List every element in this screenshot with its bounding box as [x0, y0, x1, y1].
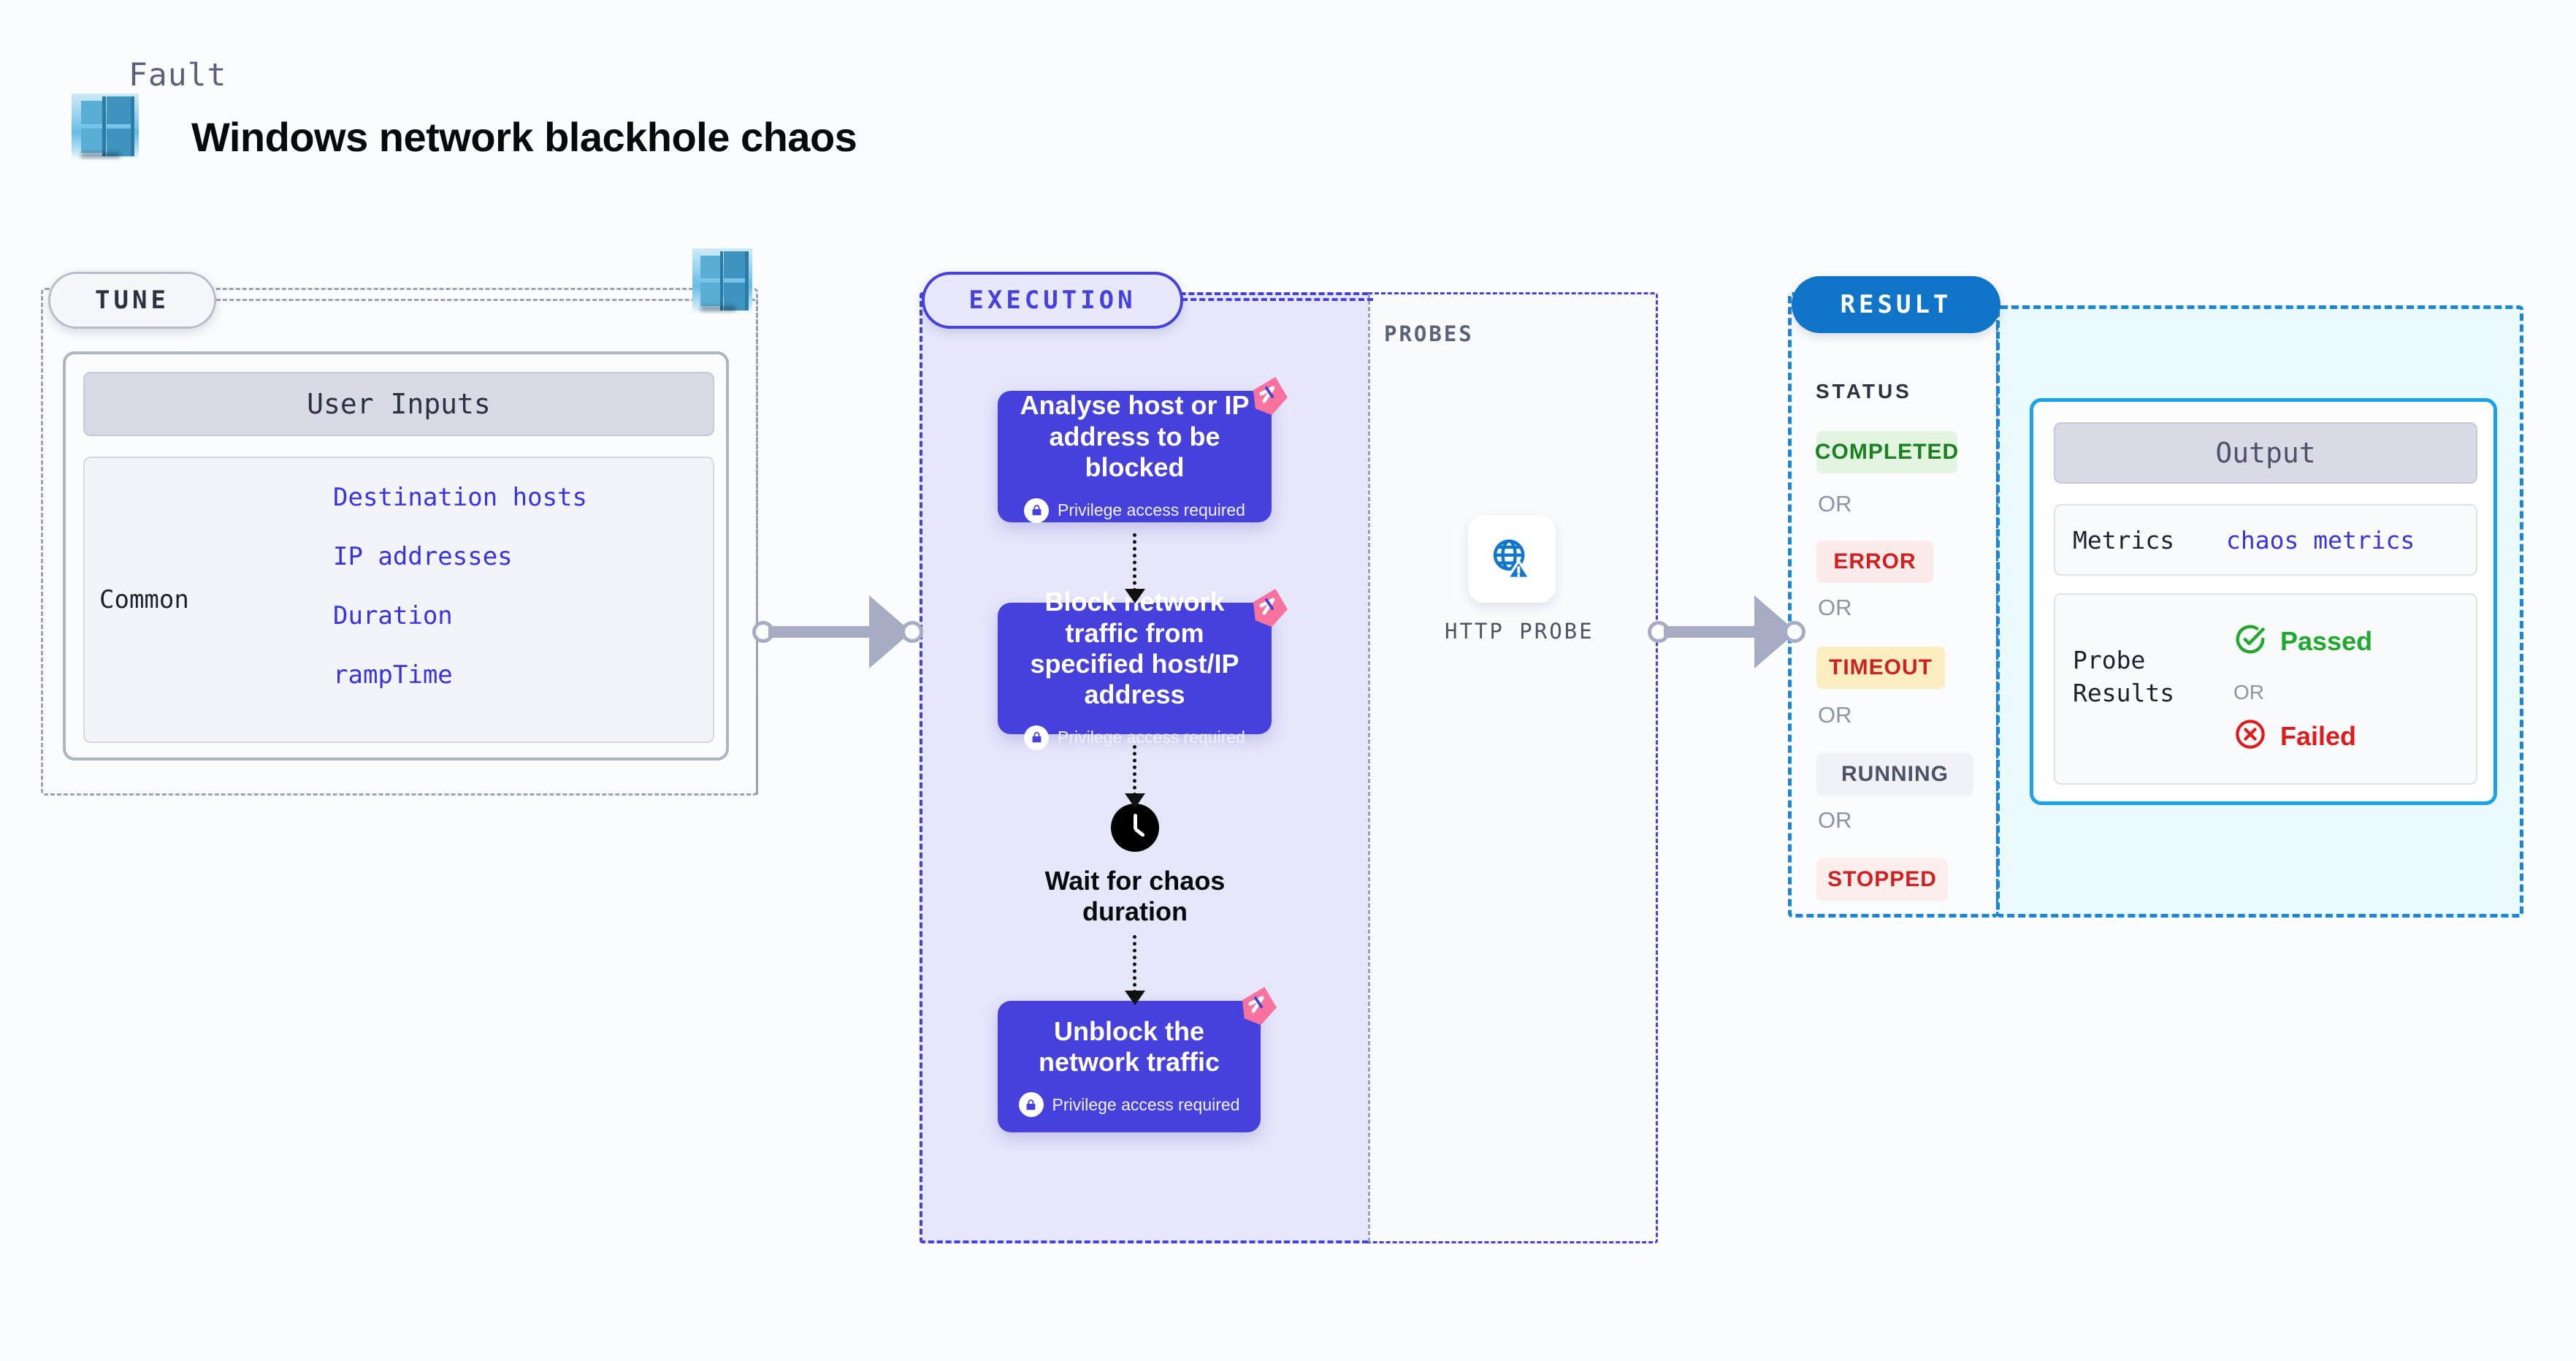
common-group-label: Common	[99, 585, 189, 614]
flow-arrow-step1-to-step2	[1125, 533, 1145, 603]
litmus-fault-badge-icon	[1242, 372, 1291, 420]
execution-step-card[interactable]: Unblock the network traffic Privilege ac…	[998, 986, 1277, 1132]
probe-item-label: HTTP PROBE	[1445, 619, 1594, 644]
param-ramptime[interactable]: rampTime	[333, 660, 453, 690]
execution-section-badge[interactable]: EXECUTION	[922, 272, 1183, 329]
status-badge-running: RUNNING	[1816, 753, 1973, 796]
execution-header-dashline	[1182, 298, 1373, 301]
execution-badge-label: EXECUTION	[968, 286, 1136, 315]
tune-right-dashline	[756, 300, 758, 795]
tune-badge-label: TUNE	[95, 286, 169, 315]
status-badge-label: TIMEOUT	[1829, 655, 1933, 679]
status-badge-completed: COMPLETED	[1814, 431, 1960, 473]
flow-arrow-step2-to-wait	[1125, 745, 1145, 808]
execution-step-card[interactable]: Block network traffic from specified hos…	[998, 587, 1288, 750]
lock-icon	[1024, 725, 1050, 750]
metrics-label: Metrics	[2073, 525, 2175, 554]
status-badge-label: RUNNING	[1841, 762, 1949, 786]
privilege-note-text: Privilege access required	[1052, 1094, 1240, 1114]
page-title: Windows network blackhole chaos	[191, 114, 857, 160]
privilege-note: Privilege access required	[1024, 725, 1245, 750]
probe-item-http[interactable]: HTTP PROBE	[1445, 515, 1592, 644]
execution-step-title: Block network traffic from specified hos…	[1030, 587, 1239, 710]
result-section-badge[interactable]: RESULT	[1792, 276, 2000, 333]
result-status-boundary	[1788, 292, 1996, 918]
metrics-row: Metrics chaos metrics	[2054, 504, 2477, 576]
common-params-list: Destination hosts IP addresses Duration …	[333, 483, 684, 690]
fault-kicker-label: Fault	[129, 57, 227, 94]
x-circle-icon	[2233, 717, 2267, 755]
lock-icon	[1018, 1092, 1044, 1118]
status-badge-timeout: TIMEOUT	[1816, 647, 1945, 689]
tune-section-badge[interactable]: TUNE	[48, 272, 216, 329]
probe-results-label: Probe Results	[2073, 646, 2175, 707]
windows-logo-icon	[692, 248, 752, 314]
probe-outcome-passed: Passed	[2233, 622, 2372, 660]
privilege-note-text: Privilege access required	[1058, 500, 1245, 520]
probe-outcome-label: Failed	[2280, 720, 2357, 751]
connector-probes-to-result	[1648, 595, 1805, 668]
output-card-header: Output	[2054, 422, 2477, 484]
result-badge-label: RESULT	[1840, 290, 1952, 319]
or-separator: OR	[1818, 807, 1852, 833]
output-card: Output Metrics chaos metrics Probe Resul…	[2030, 398, 2497, 805]
execution-step-card[interactable]: Analyse host or IP address to be blocked…	[998, 376, 1288, 523]
status-column-label: STATUS	[1816, 380, 1912, 403]
privilege-note: Privilege access required	[1024, 497, 1245, 523]
status-badge-error: ERROR	[1816, 541, 1933, 583]
execution-step-title: Unblock the network traffic	[1038, 1015, 1220, 1077]
status-badge-label: STOPPED	[1827, 867, 1937, 891]
or-separator: OR	[2233, 681, 2264, 704]
param-ip-addresses[interactable]: IP addresses	[333, 542, 513, 571]
param-destination-hosts[interactable]: Destination hosts	[333, 483, 587, 512]
tune-header-dashline	[216, 299, 755, 301]
globe-warning-icon	[1468, 515, 1556, 603]
or-separator: OR	[1818, 595, 1852, 620]
probe-outcome-label: Passed	[2280, 625, 2373, 656]
param-duration[interactable]: Duration	[333, 601, 453, 630]
or-separator: OR	[1818, 491, 1852, 516]
flow-arrow-wait-to-step3	[1125, 935, 1145, 1005]
clock-icon	[1111, 804, 1159, 852]
status-badge-label: ERROR	[1833, 549, 1916, 573]
status-badge-stopped: STOPPED	[1816, 858, 1948, 901]
litmus-fault-badge-icon	[1242, 584, 1291, 632]
status-badge-label: COMPLETED	[1814, 440, 1960, 464]
windows-logo-icon	[72, 94, 139, 161]
user-inputs-header: User Inputs	[83, 372, 714, 436]
metrics-value[interactable]: chaos metrics	[2226, 525, 2415, 554]
result-status-right-divider	[1996, 294, 1998, 916]
execution-step-title: Analyse host or IP address to be blocked	[1020, 390, 1250, 483]
user-inputs-body: Common Destination hosts IP addresses Du…	[83, 457, 714, 743]
wait-step-label: Wait for chaos duration	[1044, 866, 1226, 927]
litmus-fault-badge-icon	[1231, 982, 1280, 1030]
lock-icon	[1024, 497, 1050, 523]
or-separator: OR	[1818, 702, 1852, 728]
probes-section-label: PROBES	[1384, 321, 1474, 346]
probe-outcome-failed: Failed	[2233, 717, 2356, 755]
privilege-note: Privilege access required	[1018, 1092, 1240, 1118]
user-inputs-card: User Inputs Common Destination hosts IP …	[63, 351, 729, 760]
connector-tune-to-execution	[752, 595, 923, 668]
privilege-note-text: Privilege access required	[1058, 728, 1245, 747]
probe-results-row: Probe Results Passed OR	[2054, 593, 2477, 785]
check-circle-icon	[2233, 622, 2267, 660]
probes-left-divider	[1368, 294, 1370, 1242]
probes-section-boundary	[1368, 292, 1658, 1243]
